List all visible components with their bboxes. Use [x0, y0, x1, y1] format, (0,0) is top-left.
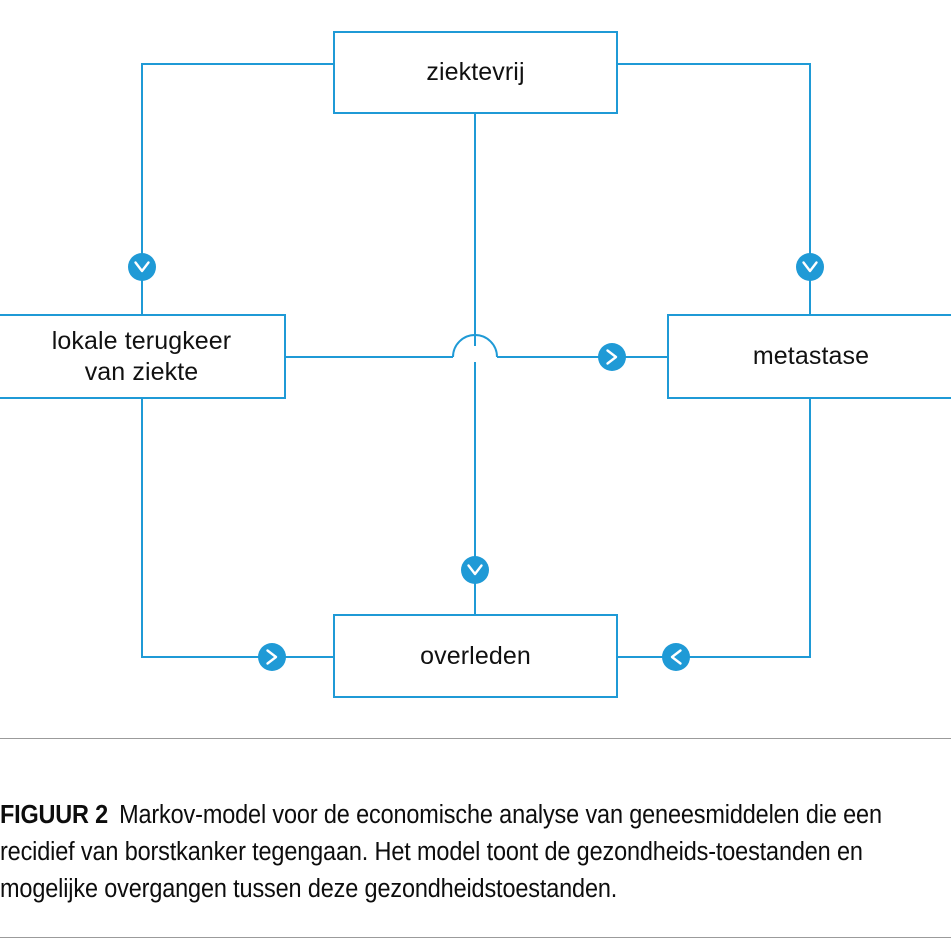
figure-caption-body: Markov-model voor de economische analyse… — [0, 800, 882, 903]
edge-ziektevrij-to-metastase — [618, 63, 811, 314]
edge-metastase-to-overleden — [618, 399, 811, 658]
state-node-ziektevrij[interactable]: ziektevrij — [333, 31, 618, 114]
marker-chevron-down-center — [461, 556, 489, 584]
caption-top-divider — [0, 738, 951, 739]
marker-chevron-right-middle — [598, 343, 626, 371]
figure-caption-label: FIGUUR 2 — [0, 800, 109, 829]
caption-bottom-divider — [0, 937, 951, 938]
marker-chevron-right-bottom — [258, 643, 286, 671]
state-node-label: overleden — [420, 641, 531, 670]
edge-ziektevrij-to-lokale — [141, 63, 333, 314]
markov-diagram: ziektevrij lokale terugkeer van ziekte m… — [0, 31, 951, 698]
marker-chevron-down-right — [796, 253, 824, 281]
edge-lokale-to-overleden — [141, 399, 333, 658]
state-node-metastase[interactable]: metastase — [667, 314, 951, 399]
marker-chevron-down-left — [128, 253, 156, 281]
state-node-label: ziektevrij — [426, 58, 525, 87]
line-hop-bridge — [452, 334, 498, 358]
state-node-lokale-terugkeer-van-ziekte[interactable]: lokale terugkeer van ziekte — [0, 314, 286, 399]
diagram-connectors — [128, 63, 824, 671]
marker-chevron-left-bottom — [662, 643, 690, 671]
state-node-overleden[interactable]: overleden — [333, 614, 618, 698]
state-node-label: lokale terugkeer van ziekte — [51, 327, 232, 386]
state-node-label: metastase — [752, 342, 870, 371]
